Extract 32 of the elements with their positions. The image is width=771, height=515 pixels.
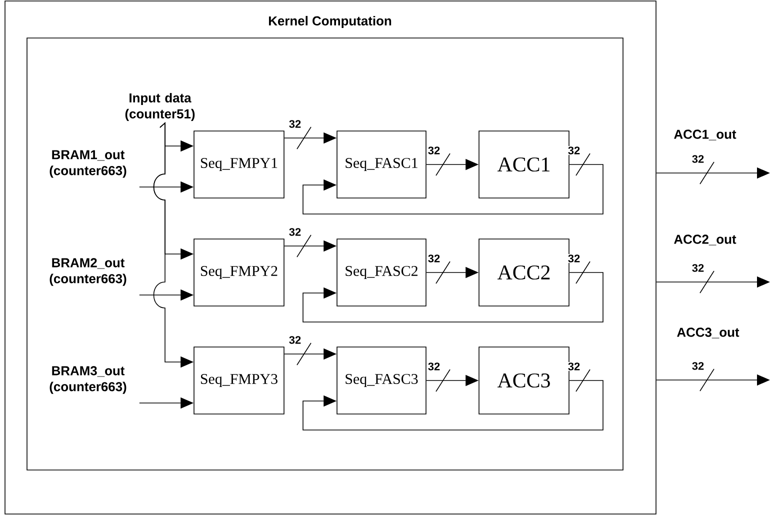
edge-label: 32: [289, 228, 301, 236]
process-box: Seq_FASC1: [336, 130, 426, 198]
arrow: [302, 272, 604, 322]
edge-label: 32: [289, 120, 301, 128]
process-box: Seq_FMPY1: [194, 130, 284, 198]
signal-label: BRAM2_out (counter663): [50, 258, 126, 286]
edge-label: 32: [568, 146, 580, 154]
arrow: [302, 164, 604, 214]
process-box: ACC1: [478, 130, 570, 198]
edge-label: 32: [692, 264, 704, 272]
process-box: ACC3: [478, 346, 570, 414]
signal-label: BRAM3_out (counter663): [50, 366, 126, 394]
output-label: ACC1_out: [674, 130, 736, 140]
inner-box: [26, 38, 624, 470]
process-box: ACC2: [478, 238, 570, 306]
signal-label: BRAM1_out (counter663): [50, 150, 126, 178]
signal-label: Input data (counter51): [125, 92, 195, 121]
edge-label: 32: [692, 362, 704, 370]
edge-label: 32: [568, 362, 580, 370]
arrow: [302, 380, 604, 430]
edge-label: 32: [568, 254, 580, 262]
process-box: Seq_FASC3: [336, 346, 426, 414]
edge-label: 32: [428, 362, 440, 370]
process-box: Seq_FASC2: [336, 238, 426, 306]
process-box: Seq_FMPY2: [194, 238, 284, 306]
process-box: Seq_FMPY3: [194, 346, 284, 414]
output-label: ACC3_out: [677, 328, 740, 338]
output-label: ACC2_out: [674, 234, 736, 246]
edge-label: 32: [692, 155, 704, 163]
edge-label: 32: [289, 336, 301, 344]
edge-label: 32: [428, 254, 440, 262]
edge-label: 32: [428, 146, 440, 154]
